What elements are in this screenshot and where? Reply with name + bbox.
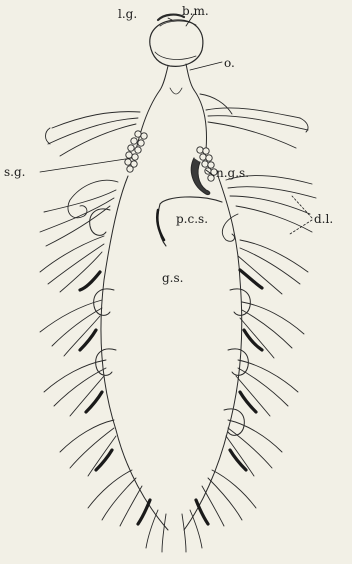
label-ngs: n.g.s. [216,167,249,179]
label-lg: l.g. [118,8,137,20]
digestive-lobes-right [182,176,316,552]
buccal-mass [150,15,203,67]
label-dl: d.l. [314,213,333,225]
salivary-gland-left [125,131,147,172]
label-sg: s.g. [4,166,25,178]
curved-lobes [90,209,251,435]
anterior-processes [46,94,309,156]
label-o: o. [224,57,235,69]
label-pcs: p.c.s. [176,213,208,225]
body-outline [101,176,242,530]
label-bm: b.m. [182,5,209,17]
label-gs: g.s. [162,272,183,284]
